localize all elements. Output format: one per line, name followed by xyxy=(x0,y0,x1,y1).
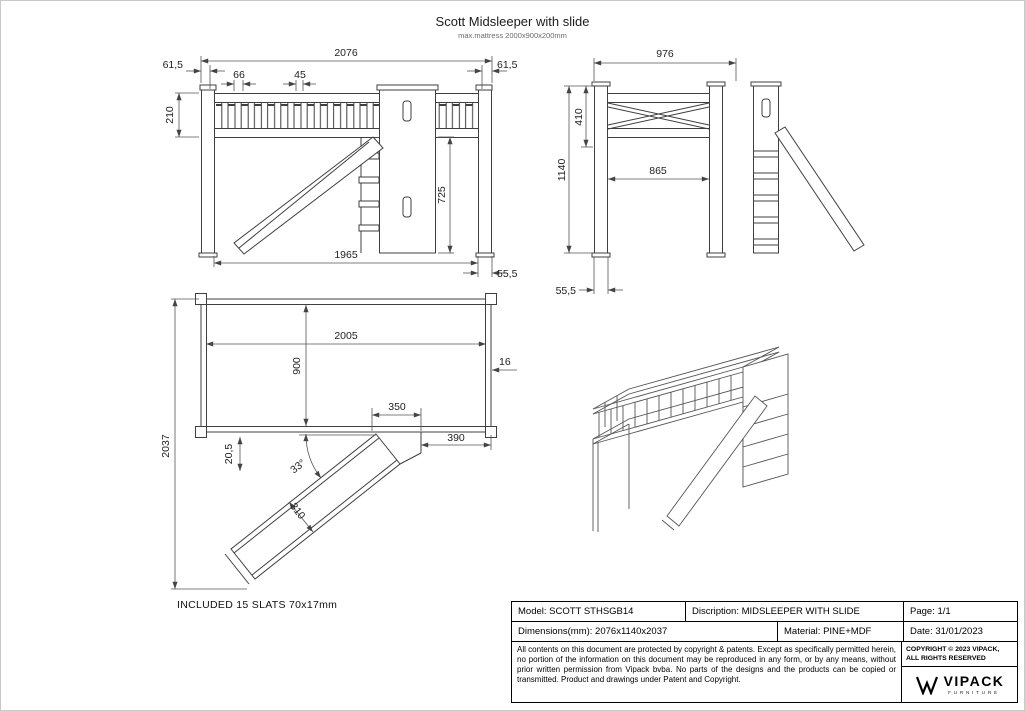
front-view-dimensions xyxy=(175,56,507,277)
page-number-cell: Page: 1/1 xyxy=(903,602,1017,621)
brand-name: VIPACK xyxy=(943,673,1005,690)
dim-top-inner-length: 2005 xyxy=(334,330,358,342)
isometric-view xyxy=(592,346,789,532)
title-block-row-3: All contents on this document are protec… xyxy=(512,641,1017,702)
title-block-row-1: Model: SCOTT STHSGB14 Discription: MIDSL… xyxy=(512,602,1017,621)
slats-note: INCLUDED 15 SLATS 70x17mm xyxy=(177,599,338,611)
dim-front-clearance: 725 xyxy=(436,186,448,204)
dim-top-inner-depth: 900 xyxy=(291,357,303,375)
dim-top-slide-offset: 20,5 xyxy=(223,444,235,465)
dim-front-gap-66: 66 xyxy=(233,69,245,81)
page-title: Scott Midsleeper with slide xyxy=(435,14,590,29)
dim-top-total-depth: 2037 xyxy=(160,434,172,458)
dim-front-inner-width: 1965 xyxy=(334,249,358,261)
dim-side-upper-height: 410 xyxy=(573,108,585,126)
model-cell: Model: SCOTT STHSGB14 xyxy=(518,606,634,617)
top-view-dimensions xyxy=(171,298,517,590)
vipack-logo: VIPACK FURNITURE xyxy=(902,667,1017,702)
side-view xyxy=(591,81,865,258)
description-cell: Discription: MIDSLEEPER WITH SLIDE xyxy=(685,602,903,621)
technical-drawing-svg: 2076 61,5 66 45 61,5 210 725 1965 55,5 xyxy=(160,47,865,590)
dim-side-depth: 976 xyxy=(656,48,674,60)
dim-top-edge-offset: 390 xyxy=(447,432,465,444)
dim-front-offset-left: 61,5 xyxy=(163,59,184,71)
dim-side-inner-depth: 865 xyxy=(649,165,667,177)
copyright-logo-column: COPYRIGHT © 2023 VIPACK, ALL RIGHTS RESE… xyxy=(901,642,1017,702)
front-view xyxy=(198,84,495,258)
front-view-labels: 2076 61,5 66 45 61,5 210 725 1965 55,5 xyxy=(163,47,518,280)
dim-top-slide-angle: 33° xyxy=(288,457,308,476)
dim-front-total-width: 2076 xyxy=(334,47,358,59)
copyright-notice: COPYRIGHT © 2023 VIPACK, ALL RIGHTS RESE… xyxy=(902,642,1017,668)
side-view-dimensions xyxy=(564,58,737,294)
dim-front-gap-45: 45 xyxy=(294,69,306,81)
dim-side-post-width: 55,5 xyxy=(556,285,577,297)
dim-side-total-height: 1140 xyxy=(556,159,568,182)
dim-top-exit-width: 350 xyxy=(388,401,406,413)
title-block: Model: SCOTT STHSGB14 Discription: MIDSL… xyxy=(511,601,1018,703)
date-cell: Date: 31/01/2023 xyxy=(903,622,1017,641)
vipack-logo-icon xyxy=(915,676,938,695)
dim-front-offset-right: 61,5 xyxy=(497,59,518,71)
title-block-row-2: Dimensions(mm): 2076x1140x2037 Material:… xyxy=(512,621,1017,641)
dimensions-cell: Dimensions(mm): 2076x1140x2037 xyxy=(518,626,668,637)
legal-notice: All contents on this document are protec… xyxy=(517,645,896,684)
top-view xyxy=(195,293,497,585)
material-cell: Material: PINE+MDF xyxy=(777,622,903,641)
dim-front-post-width: 55,5 xyxy=(497,268,518,280)
dim-front-guard-height: 210 xyxy=(164,106,176,124)
brand-subtitle: FURNITURE xyxy=(948,690,1000,696)
page-subtitle: max.mattress 2000x900x200mm xyxy=(458,31,567,40)
dim-top-rail-thickness: 16 xyxy=(499,356,511,368)
side-view-labels: 976 410 1140 865 55,5 xyxy=(556,48,674,297)
